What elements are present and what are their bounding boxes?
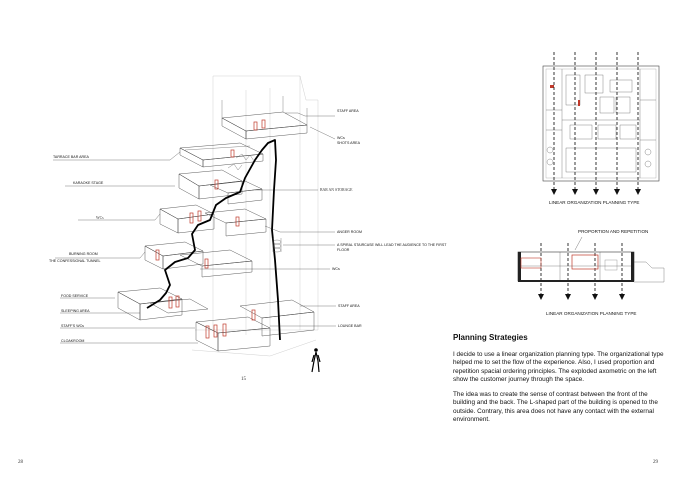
label-confessional-tunnel: THE CONFESSIONAL TUNNEL (49, 259, 101, 263)
label-sleeping-area: SLEEPING AREA (61, 309, 90, 313)
label-staffs-wcs: STAFF'S WCs (61, 324, 84, 328)
label-bar-storage: BAR AN STORAGE (320, 188, 353, 192)
label-spiral-staircase-line2: FLOOR (337, 248, 350, 252)
label-burning-room: BURNING ROOM (69, 252, 98, 256)
label-lounge-bar: LOUNGE BAR (338, 324, 362, 328)
planning-strategies-text: Planning Strategies I decide to use a li… (453, 333, 665, 431)
human-figure (311, 348, 321, 373)
paragraph-2: The idea was to create the sense of cont… (453, 391, 658, 424)
label-spiral-staircase-line1: A SPIRAL STAIRCASE WILL LEAD THE AUDIENC… (337, 243, 447, 247)
label-cloakroom: CLOAKROOM (61, 339, 84, 343)
label-food-service: FOOD SERVICE (61, 294, 89, 298)
label-anger-room: ANGER ROOM (337, 230, 362, 234)
customer-journey-path (146, 139, 281, 341)
label-wcs-right: WCs (332, 267, 340, 271)
label-tarrace-bar-area: TARRACE BAR AREA (53, 155, 89, 159)
label-staff-area-bottom: STAFF AREA (338, 304, 360, 308)
page-number-right: 29 (653, 460, 659, 465)
label-shots-area: SHOTS AREA (337, 141, 361, 145)
page-number-left: 28 (18, 460, 24, 465)
label-wcs-left: WCs (96, 216, 104, 220)
section-arrows (538, 294, 625, 300)
section-markers (540, 243, 623, 296)
section-heading: Planning Strategies (453, 333, 528, 342)
section-caption: LINEAR ORGANIZATION PLANNING TYPE (546, 311, 636, 316)
label-staff-area-top: STAFF AREA (337, 109, 359, 113)
plan-caption: LINEAR ORGANIZATION PLANNING TYPE (549, 200, 639, 205)
floor-slabs (117, 96, 315, 352)
paragraph-1: I decide to use a linear organization pl… (453, 351, 664, 383)
exploded-axonometric: STAFF AREA WCs SHOTS AREA TARRACE BAR AR… (49, 75, 447, 382)
plan-direction-arrows (551, 52, 641, 195)
stair-zigzag (227, 153, 255, 171)
section-drawing: PROPORTION AND REPETITION LINEAR ORGANIZ… (517, 229, 665, 316)
label-wcs-top: WCs (337, 136, 345, 140)
floor-plan: LINEAR ORGANIZATION PLANNING TYPE (542, 52, 660, 205)
spiral-staircase (272, 238, 282, 253)
figure-number: 15 (241, 377, 247, 382)
label-karaoke-stage: KARAOKE STAGE (73, 181, 104, 185)
leader-lines (53, 112, 336, 344)
section-title: PROPORTION AND REPETITION (578, 229, 648, 234)
red-interior-elements (155, 119, 266, 339)
